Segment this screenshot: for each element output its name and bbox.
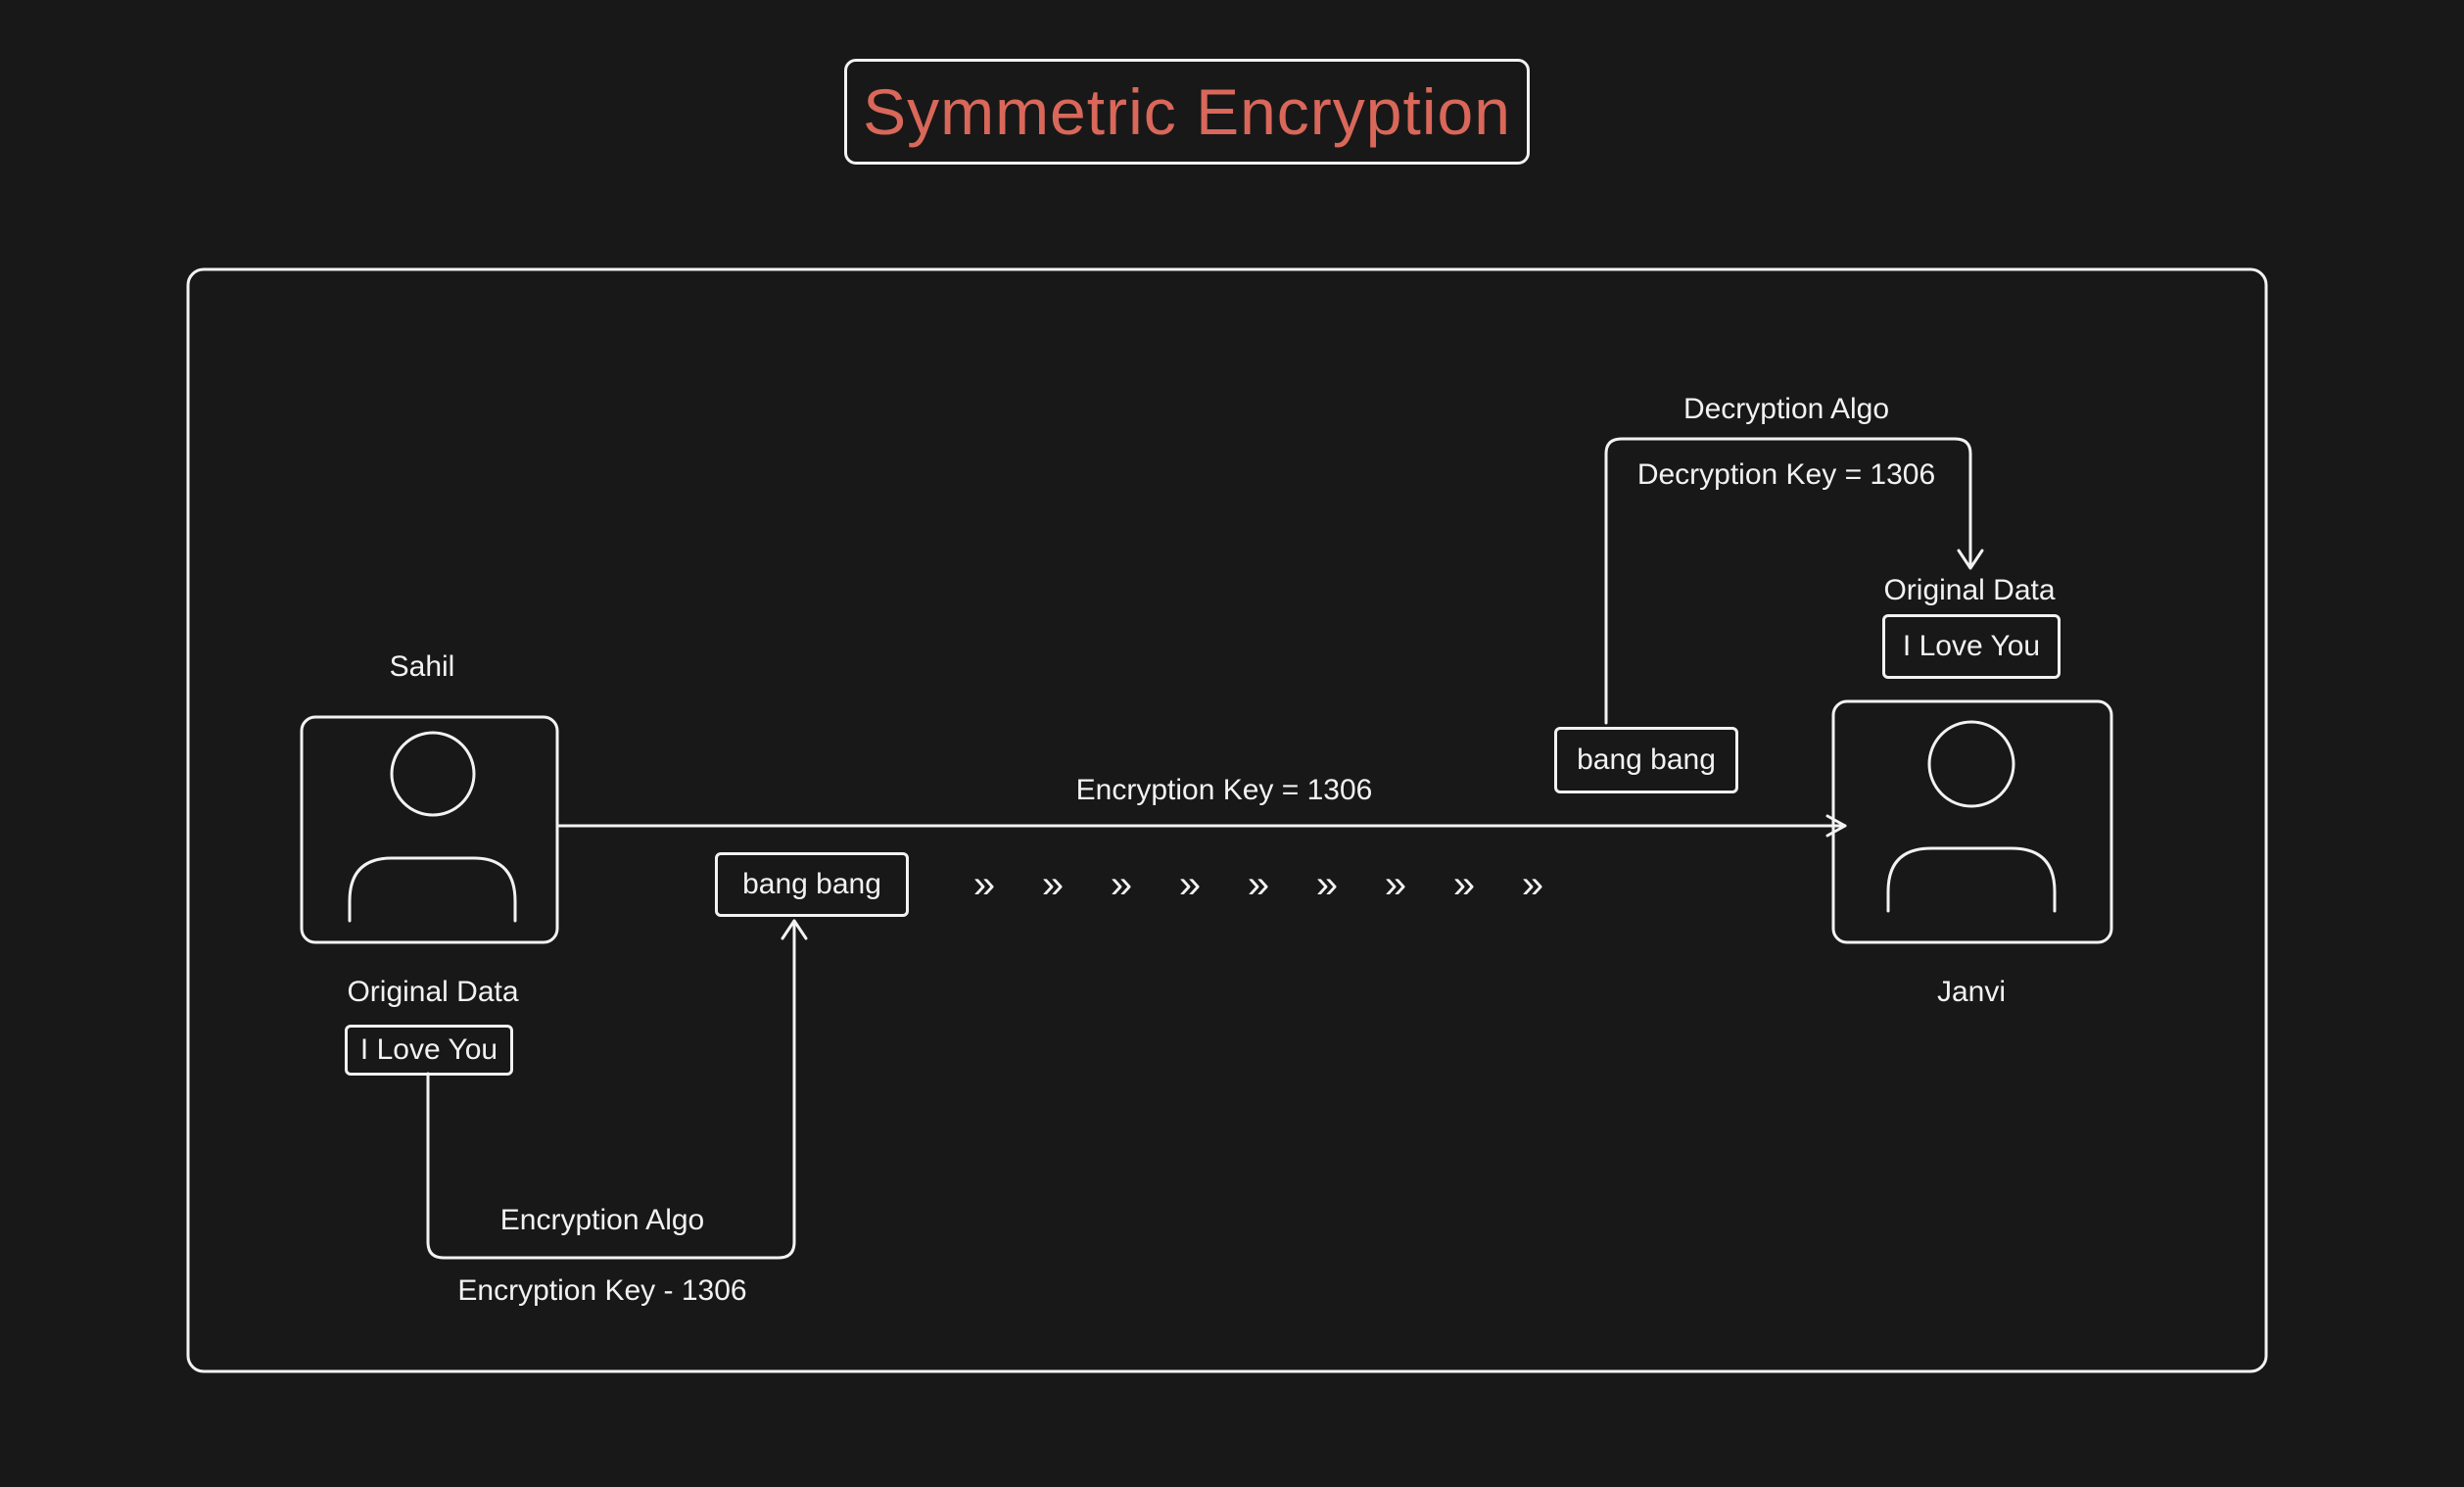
- encryption-arrowhead: [781, 919, 808, 940]
- encryption-algo-label: Encryption Algo: [499, 1204, 705, 1236]
- receiver-head-icon: [1927, 720, 2015, 808]
- chevron-icon: »: [1384, 863, 1406, 906]
- ciphertext-box-sender: bang bang: [715, 852, 909, 917]
- chevron-icon: »: [1452, 863, 1475, 906]
- sender-data-box: I Love You: [345, 1025, 513, 1076]
- sender-body-icon: [348, 856, 517, 923]
- outer-frame: [186, 267, 2268, 1373]
- encryption-key-label: Encryption Key - 1306: [457, 1274, 747, 1307]
- receiver-data-label: Original Data: [1883, 574, 2056, 606]
- decryption-key-label: Decryption Key = 1306: [1636, 458, 1936, 491]
- encryption-path: [426, 919, 796, 1260]
- chevron-icon: »: [1247, 863, 1269, 906]
- sender-card: [300, 715, 559, 944]
- chevron-icon: »: [1521, 863, 1543, 906]
- sender-name: Sahil: [389, 650, 455, 683]
- receiver-body-icon: [1886, 846, 2057, 913]
- decryption-algo-label: Decryption Algo: [1682, 393, 1890, 425]
- receiver-data-box: I Love You: [1882, 614, 2061, 679]
- sender-head-icon: [390, 731, 476, 817]
- ciphertext-box-receiver: bang bang: [1554, 727, 1738, 793]
- diagram-title: Symmetric Encryption: [844, 59, 1530, 165]
- decryption-arrowhead: [1957, 549, 1984, 570]
- receiver-name: Janvi: [1936, 976, 2007, 1008]
- chevron-icon: »: [972, 863, 995, 906]
- receiver-card: [1831, 699, 2113, 944]
- transmission-key-label: Encryption Key = 1306: [1075, 774, 1373, 806]
- chevron-icon: »: [1315, 863, 1338, 906]
- chevron-icon: »: [1041, 863, 1064, 906]
- chevron-icon: »: [1178, 863, 1201, 906]
- chevron-icon: »: [1110, 863, 1132, 906]
- sender-data-label: Original Data: [347, 976, 519, 1008]
- transmission-arrowhead: [1825, 814, 1847, 838]
- decryption-path: [1604, 437, 1972, 725]
